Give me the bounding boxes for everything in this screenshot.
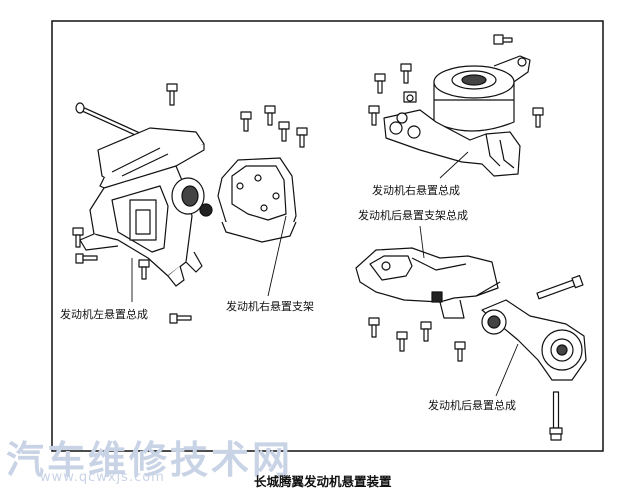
diagram-border (51, 20, 604, 452)
right-bracket-bolts (240, 105, 308, 148)
right-mount-assembly (383, 55, 531, 177)
right-bracket-label: 发动机右悬置支架 (226, 300, 314, 313)
rear-bracket (355, 247, 501, 319)
rear-bracket-label: 发动机后悬置支架总成 (358, 209, 468, 222)
left-small-bolts (72, 83, 192, 324)
right-mount-label: 发动机右悬置总成 (372, 184, 460, 197)
rear-mount-label: 发动机后悬置总成 (428, 399, 516, 412)
rear-mount (481, 299, 587, 381)
left-mount-assembly (75, 102, 213, 287)
rear-bolts (368, 274, 584, 441)
right-mount-bolts (368, 34, 544, 128)
figure-caption: 长城腾翼发动机悬置装置 (254, 474, 392, 489)
right-mount-bracket (217, 157, 297, 243)
watermark-text: 汽车维修技术网 (6, 438, 294, 482)
watermark-url: www.qcwxjs.com (40, 470, 165, 485)
leader-lines (131, 151, 519, 397)
left-mount-label: 发动机左悬置总成 (60, 308, 148, 321)
